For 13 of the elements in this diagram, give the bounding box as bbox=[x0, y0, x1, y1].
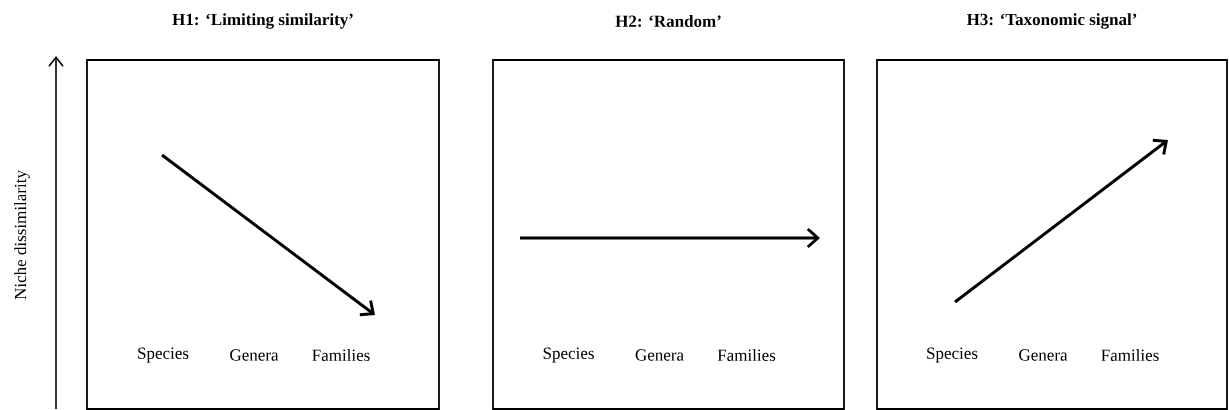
category-label: Families bbox=[1101, 349, 1159, 361]
category-label: Families bbox=[717, 349, 776, 361]
category-label: Families bbox=[312, 349, 370, 361]
panel-title: H1: ‘Limiting similarity’ bbox=[172, 13, 353, 29]
category-label: Genera bbox=[635, 349, 684, 361]
panel-title: H2: ‘Random’ bbox=[615, 15, 721, 27]
panel-title: H3: ‘Taxonomic signal’ bbox=[966, 13, 1137, 29]
axis-label: Niche dissimilarity bbox=[14, 170, 30, 300]
category-label: Genera bbox=[230, 349, 279, 361]
category-label: Species bbox=[138, 347, 189, 363]
category-label: Species bbox=[543, 347, 594, 363]
category-label: Genera bbox=[1019, 349, 1068, 361]
category-label: Species bbox=[927, 347, 978, 363]
